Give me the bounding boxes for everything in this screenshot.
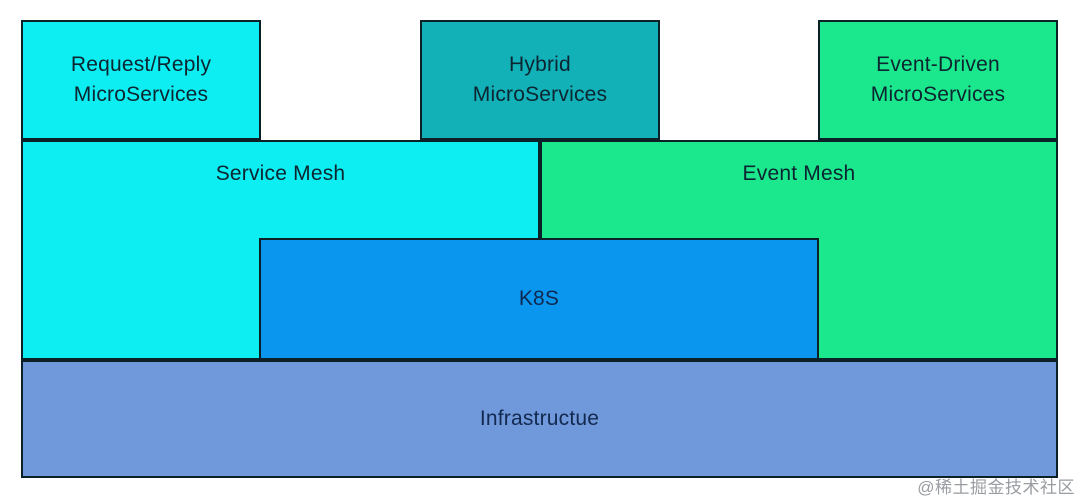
box-request-reply-microservices: Request/Reply MicroServices [21,20,261,140]
infrastructure-label: Infrastructue [479,406,600,430]
watermark: @稀土掘金技术社区 [917,478,1075,497]
request-reply-microservices-label: Request/Reply MicroServices [70,52,212,106]
service-mesh-label: Service Mesh [215,162,346,185]
box-hybrid-microservices: Hybrid MicroServices [420,20,660,140]
hybrid-microservices-label: Hybrid MicroServices [472,52,608,106]
box-k8s: K8S [259,238,819,360]
event-mesh-label: Event Mesh [742,162,856,185]
box-event-driven-microservices: Event-Driven MicroServices [818,20,1058,140]
box-infrastructure: Infrastructue [21,360,1058,478]
k8s-label: K8S [518,286,560,310]
event-driven-microservices-label: Event-Driven MicroServices [870,52,1006,106]
